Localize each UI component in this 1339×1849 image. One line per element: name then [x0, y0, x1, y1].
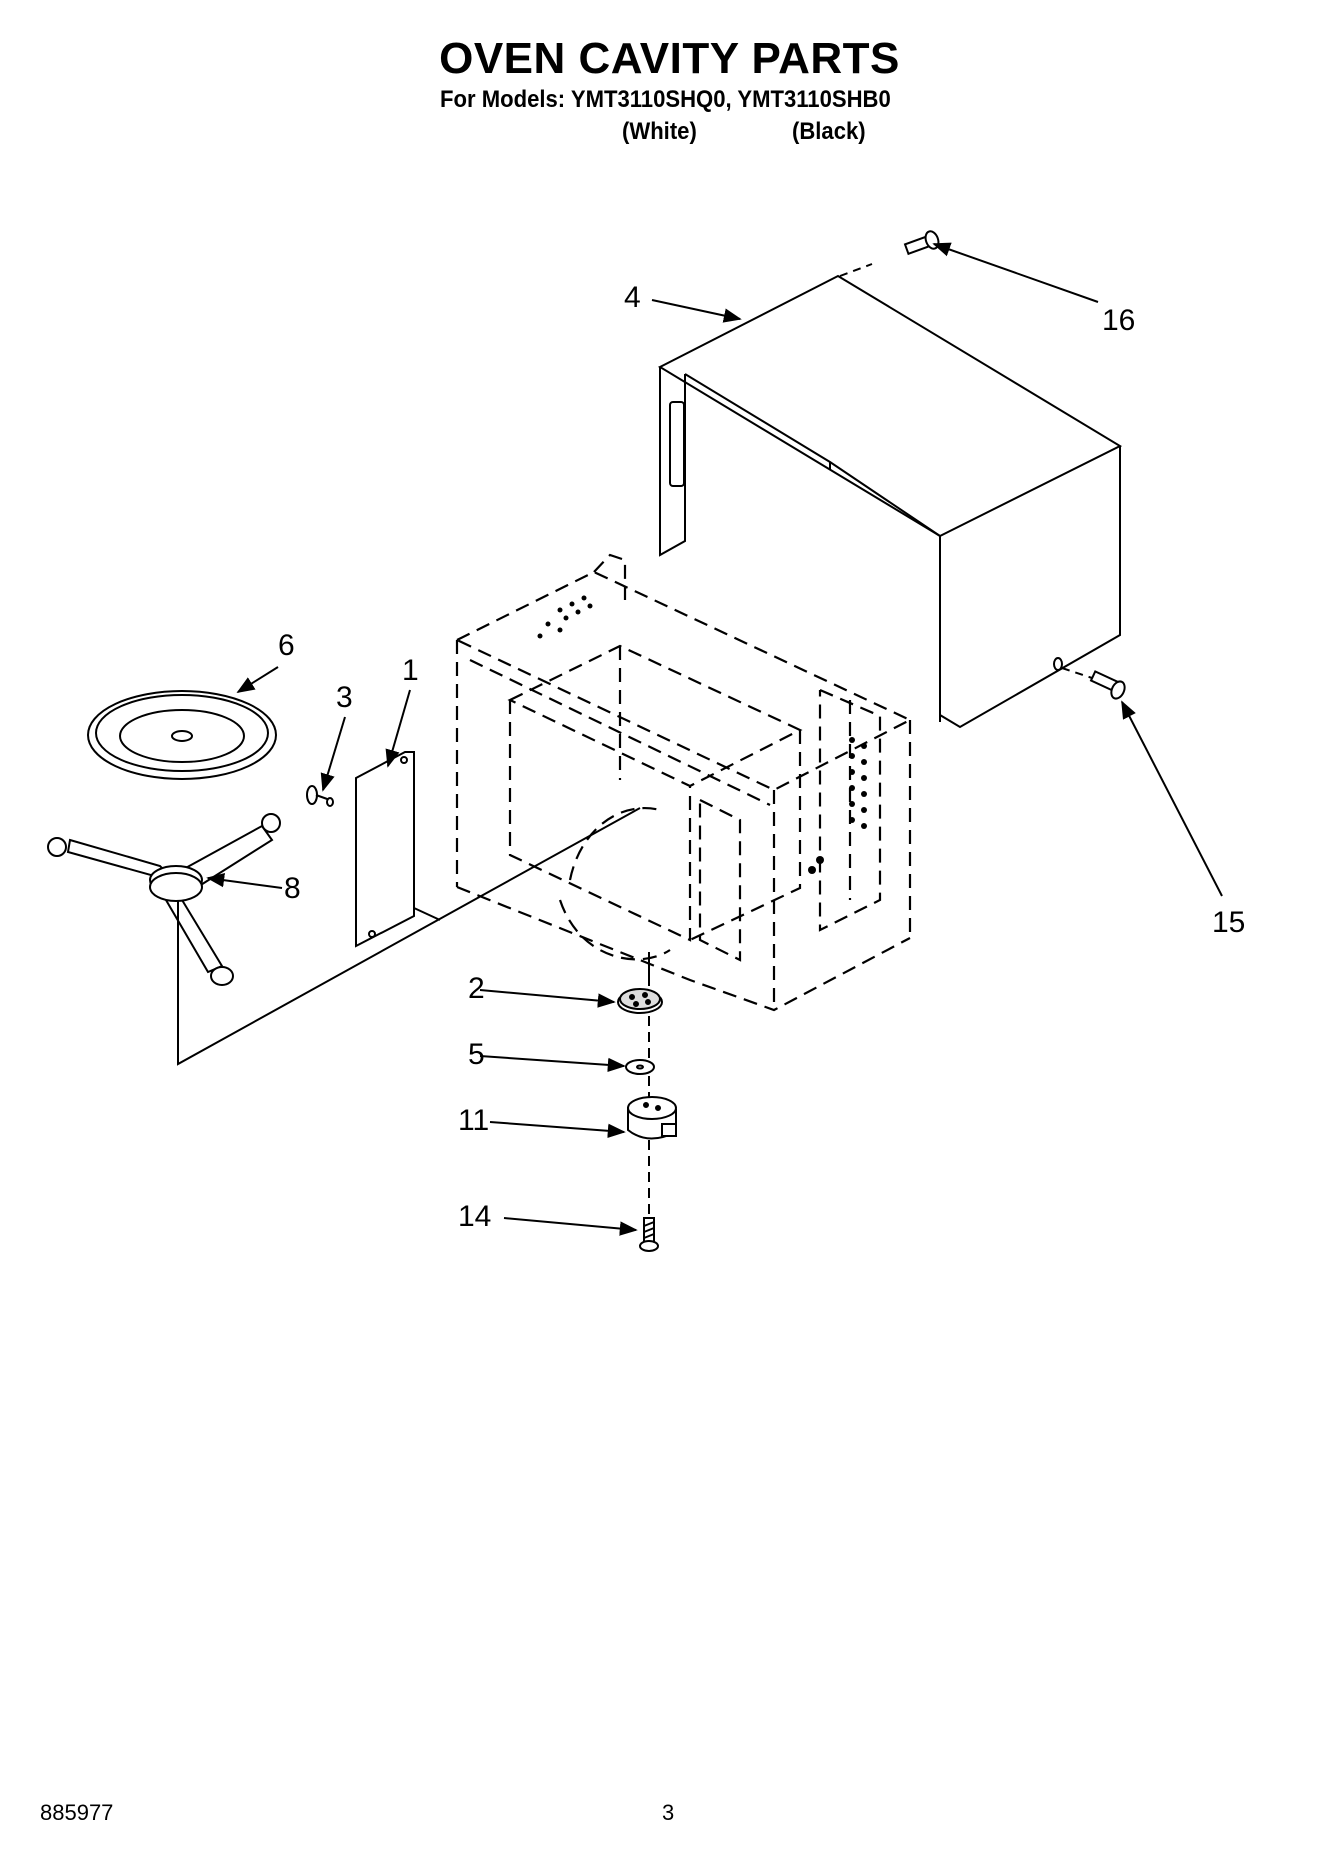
waveguide-cover-part[interactable]: [355, 751, 441, 948]
callout-5: 5: [468, 1038, 485, 1071]
oven-cavity-outline: [454, 553, 913, 1012]
callout-11: 11: [458, 1104, 489, 1137]
turntable-tray-part[interactable]: [87, 690, 277, 780]
screw-part-14[interactable]: [639, 1217, 659, 1252]
variant-black-label: (Black): [792, 118, 866, 145]
callout-arrows: [206, 242, 1223, 1236]
callout-3: 3: [336, 681, 353, 714]
document-number: 885977: [40, 1800, 114, 1825]
cavity-vent-dots: [537, 595, 867, 874]
washer-part[interactable]: [625, 1059, 655, 1075]
callout-8: 8: [284, 872, 301, 905]
callout-15: 15: [1212, 906, 1245, 939]
models-line: For Models: YMT3110SHQ0, YMT3110SHB0: [440, 86, 891, 113]
outer-cabinet-part[interactable]: [657, 263, 1123, 729]
page-title: OVEN CAVITY PARTS: [439, 34, 900, 83]
callout-16: 16: [1102, 304, 1135, 337]
variant-white-label: (White): [622, 118, 697, 145]
callout-14: 14: [458, 1200, 491, 1233]
screw-part-3[interactable]: [306, 785, 334, 807]
screw-part-16[interactable]: [903, 229, 941, 256]
callout-1: 1: [402, 654, 419, 687]
page-number: 3: [662, 1800, 675, 1825]
callout-6: 6: [278, 629, 295, 662]
coupler-part[interactable]: [617, 988, 663, 1014]
turntable-motor-part[interactable]: [627, 1096, 677, 1140]
callout-2: 2: [468, 972, 485, 1005]
roller-support-part[interactable]: [47, 813, 281, 986]
callout-4: 4: [624, 281, 641, 314]
screw-part-15[interactable]: [1053, 657, 1127, 701]
assembly-lines: [177, 667, 1093, 1214]
